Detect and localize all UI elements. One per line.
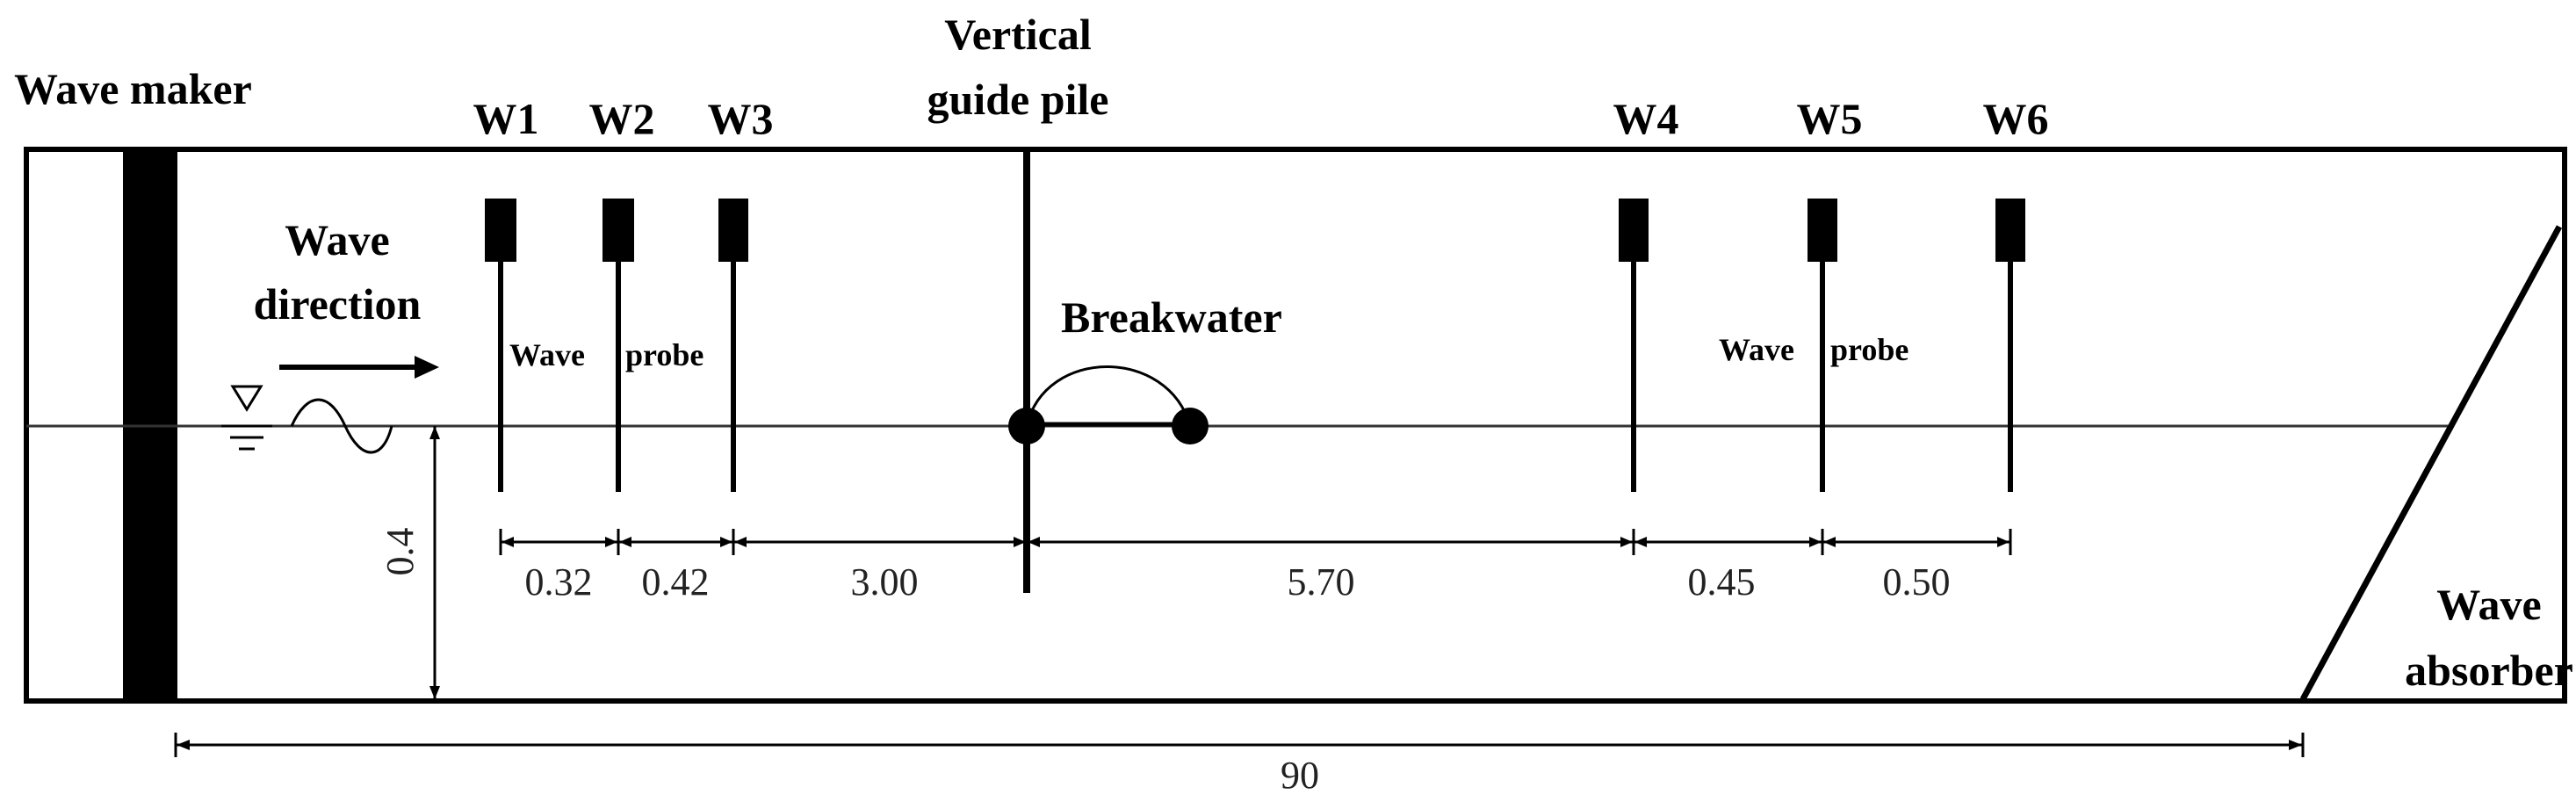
probe-label-w2: W2	[589, 94, 655, 143]
wave-probe-label-right-word2: probe	[1830, 332, 1909, 367]
total-length-dimension-line	[174, 733, 2305, 757]
probe-label-w1: W1	[473, 94, 539, 143]
spacing-dimension-line	[499, 529, 2012, 555]
vertical-guide-pile-label-line1: Vertical	[944, 10, 1092, 59]
wave-probe-w6	[1995, 199, 2025, 492]
breakwater-shape	[1008, 365, 1209, 444]
wave-direction-arrow-icon	[279, 356, 439, 379]
wave-probe-w3	[718, 199, 748, 492]
spacing-value-w4-w5: 0.45	[1688, 560, 1756, 603]
wave-direction-label-line1: Wave	[285, 215, 389, 264]
wave-absorber-slope	[2299, 225, 2563, 701]
depth-dimension-line	[429, 426, 440, 699]
wave-probe-label-right-word1: Wave	[1719, 332, 1794, 367]
wave-absorber-label-line1: Wave	[2436, 580, 2541, 629]
wave-direction-label-line2: direction	[254, 279, 422, 329]
wave-probe-label-left-word1: Wave	[509, 337, 585, 372]
total-length-value: 90	[1281, 754, 1319, 797]
vertical-guide-pile-label-line2: guide pile	[927, 75, 1109, 124]
spacing-value-w2-w3: 0.42	[642, 560, 710, 603]
wave-sine-icon	[290, 398, 393, 454]
spacing-value-w5-w6: 0.50	[1883, 560, 1951, 603]
probe-label-w5: W5	[1797, 94, 1863, 143]
wave-probe-label-left-word2: probe	[625, 337, 704, 372]
wave-probe-w2	[603, 199, 634, 492]
probe-label-w4: W4	[1613, 94, 1679, 143]
probe-label-w3: W3	[708, 94, 774, 143]
depth-value: 0.4	[379, 528, 422, 576]
probe-label-w6: W6	[1983, 94, 2049, 143]
water-level-symbol	[221, 385, 272, 451]
spacing-value-w1-w2: 0.32	[525, 560, 593, 603]
breakwater-label: Breakwater	[1061, 293, 1282, 342]
spacing-value-pile-w4: 5.70	[1288, 560, 1355, 603]
wave-probe-w4	[1619, 199, 1649, 492]
wave-absorber-label-line2: absorber	[2405, 646, 2573, 695]
spacing-value-w3-pile: 3.00	[851, 560, 919, 603]
wave-maker-label: Wave maker	[14, 64, 252, 113]
wave-probe-w5	[1808, 199, 1837, 492]
wave-probe-w1	[485, 199, 516, 492]
